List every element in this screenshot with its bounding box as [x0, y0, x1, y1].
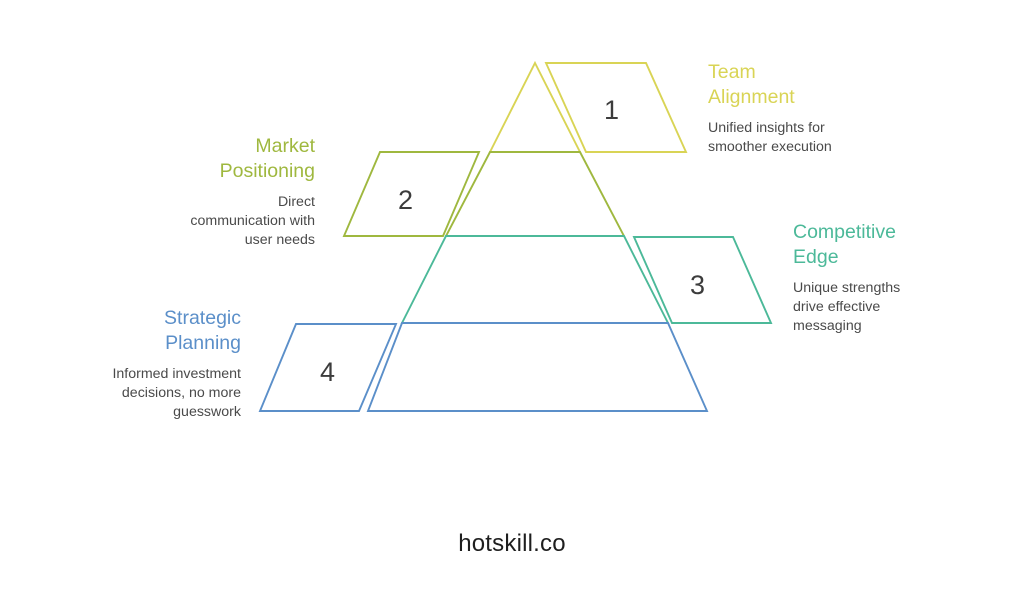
callout-title-2: Market Positioning — [219, 135, 315, 182]
callout-description-3: Unique strengths drive effective messagi… — [793, 280, 901, 334]
level-number-3: 3 — [690, 270, 706, 300]
tab-parallelogram-3[interactable] — [632, 236, 773, 324]
callout-team-alignment: Team Alignment Unified insights for smoo… — [708, 60, 918, 157]
callout-description-1: Unified insights for smoother execution — [708, 120, 832, 155]
level-number-1: 1 — [604, 95, 620, 125]
footer-brand: hotskill.co — [458, 530, 566, 557]
tab-parallelogram-1[interactable] — [544, 62, 688, 153]
callout-description-4: Informed investment decisions, no more g… — [112, 366, 241, 420]
tab-parallelogram-2[interactable] — [342, 151, 481, 237]
callout-description-2: Direct communication with user needs — [190, 194, 315, 248]
callout-strategic-planning: Strategic Planning Informed investment d… — [86, 306, 241, 422]
level-number-4: 4 — [320, 357, 336, 387]
callout-title-4: Strategic Planning — [164, 307, 241, 354]
callout-market-positioning: Market Positioning Direct communication … — [150, 134, 315, 250]
tab-parallelogram-4[interactable] — [258, 323, 398, 412]
callout-competitive-edge: Competitive Edge Unique strengths drive … — [793, 220, 983, 336]
callout-title-3: Competitive Edge — [793, 221, 896, 268]
callout-title-1: Team Alignment — [708, 61, 795, 108]
level-number-2: 2 — [398, 185, 414, 215]
pyramid-band-4[interactable] — [366, 322, 709, 412]
pyramid-band-3[interactable] — [400, 235, 670, 324]
